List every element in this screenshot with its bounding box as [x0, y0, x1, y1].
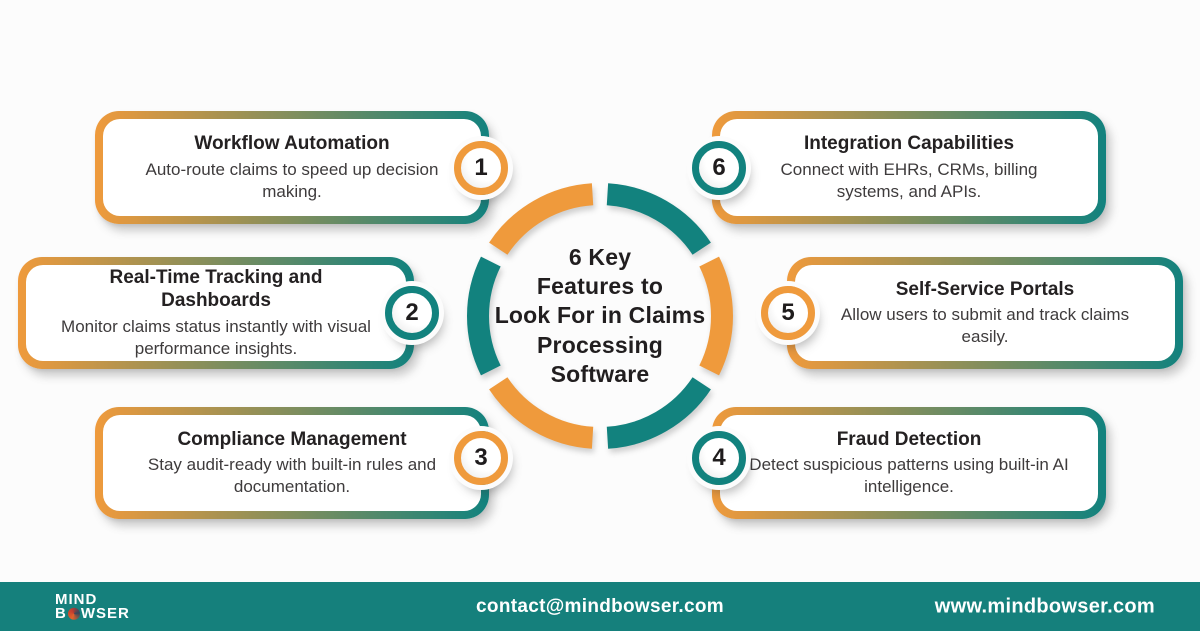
website-url: www.mindbowser.com: [934, 595, 1155, 617]
feature-box-content: Integration Capabilities Connect with EH…: [720, 119, 1098, 216]
feature-description: Stay audit-ready with built-in rules and…: [147, 455, 437, 497]
footer-bar: MIND B WSER contact@mindbowser.com www.mi…: [0, 582, 1200, 631]
logo-swirl-icon: [67, 607, 80, 620]
contact-email: contact@mindbowser.com: [476, 595, 724, 617]
feature-title: Real-Time Tracking and Dashboards: [109, 266, 323, 312]
logo-text-mind: MIND: [55, 590, 98, 608]
feature-box-content: Fraud Detection Detect suspicious patter…: [720, 415, 1098, 511]
feature-box-self-service-portals: Self-Service Portals Allow users to subm…: [787, 257, 1183, 369]
ring-segment-bottom-right: [606, 377, 711, 449]
ring-segment-top-left: [489, 183, 594, 255]
feature-description: Connect with EHRs, CRMs, billing systems…: [780, 159, 1038, 201]
number-badge-4: 4: [692, 431, 746, 485]
ring-segment-left: [467, 256, 501, 376]
title-line: Features to: [536, 273, 664, 300]
number-label: 4: [712, 444, 726, 471]
number-label: 6: [712, 154, 726, 181]
feature-title: Integration Capabilities: [803, 133, 1015, 155]
feature-box-real-time-tracking: Real-Time Tracking and Dashboards Monito…: [18, 257, 414, 369]
logo-letters-wser: WSER: [80, 604, 130, 622]
diagram-area: Workflow Automation Auto-route claims to…: [18, 111, 1183, 519]
feature-box-content: Compliance Management Stay audit-ready w…: [103, 415, 481, 511]
feature-title: Compliance Management: [177, 428, 407, 450]
feature-box-content: Self-Service Portals Allow users to subm…: [795, 265, 1175, 361]
number-badge-3: 3: [454, 431, 508, 485]
title-line: Look For in Claims: [494, 302, 706, 329]
number-badge-5: 5: [761, 286, 815, 340]
feature-description: Auto-route claims to speed up decision m…: [145, 159, 439, 201]
number-badge-2: 2: [385, 286, 439, 340]
logo-letter-b: B: [55, 604, 67, 622]
logo-text-bowser: B WSER: [55, 604, 130, 622]
feature-title: Fraud Detection: [836, 428, 982, 450]
feature-box-content: Workflow Automation Auto-route claims to…: [103, 119, 481, 216]
ring-segment-bottom-left: [489, 377, 594, 449]
number-badge-6: 6: [692, 141, 746, 195]
number-label: 3: [474, 444, 488, 471]
ring-segment-right: [699, 256, 733, 376]
feature-description: Detect suspicious patterns using built-i…: [749, 455, 1069, 497]
feature-title: Self-Service Portals: [895, 278, 1075, 300]
feature-title: Workflow Automation: [194, 133, 390, 155]
title-line: 6 Key: [568, 243, 632, 270]
feature-box-content: Real-Time Tracking and Dashboards Monito…: [26, 265, 406, 361]
feature-box-compliance-management: Compliance Management Stay audit-ready w…: [95, 407, 489, 519]
feature-box-workflow-automation: Workflow Automation Auto-route claims to…: [95, 111, 489, 224]
ring-segment-top-right: [606, 183, 711, 255]
mindbowser-logo: MIND B WSER: [55, 590, 130, 622]
feature-description: Monitor claims status instantly with vis…: [61, 317, 371, 359]
diagram-title: 6 Key Features to Look For in Claims Pro…: [455, 181, 745, 451]
feature-description: Allow users to submit and track claims e…: [840, 305, 1130, 347]
feature-box-fraud-detection: Fraud Detection Detect suspicious patter…: [712, 407, 1106, 519]
number-label: 2: [405, 299, 419, 326]
title-line: Processing: [537, 331, 663, 358]
number-label: 1: [474, 154, 488, 181]
segmented-ring-icon: [467, 183, 733, 449]
feature-box-integration-capabilities: Integration Capabilities Connect with EH…: [712, 111, 1106, 224]
number-label: 5: [781, 299, 795, 326]
title-line: Software: [550, 360, 650, 387]
number-badge-1: 1: [454, 141, 508, 195]
